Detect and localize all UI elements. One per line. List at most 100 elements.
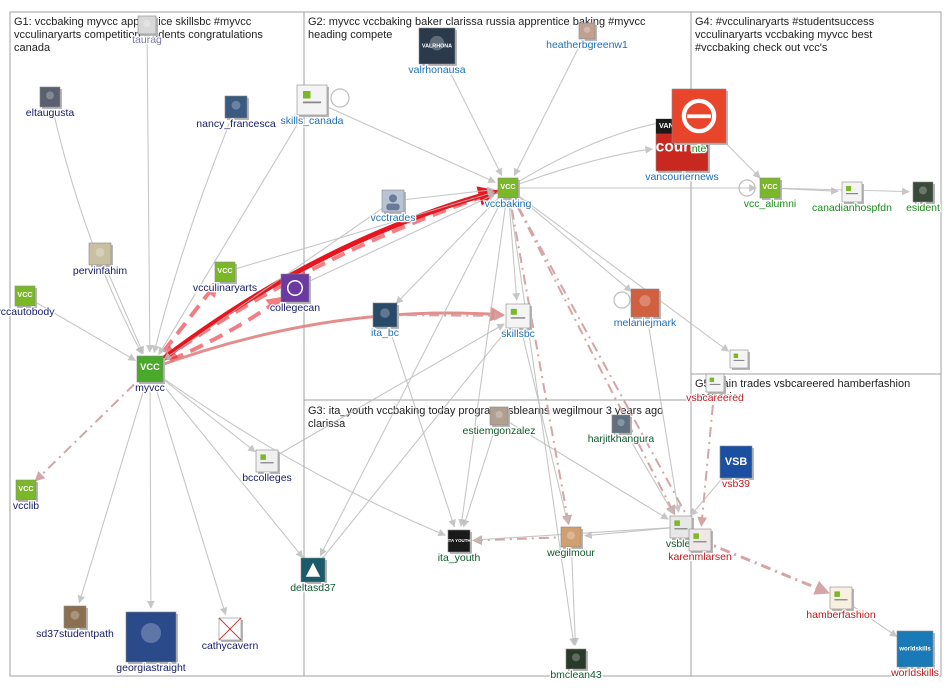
node-estiemgonzalez[interactable]: estiemgonzalez bbox=[461, 406, 537, 438]
node-heatherbgreenw1[interactable]: heatherbgreenw1 bbox=[545, 22, 629, 52]
vcc-logo-text: VCC bbox=[17, 290, 32, 299]
node-g4node[interactable]: nte bbox=[671, 88, 728, 156]
node-deltasd37[interactable]: deltasd37 bbox=[289, 557, 337, 595]
node-taurag[interactable]: taurag bbox=[131, 15, 163, 47]
node-label-skillsbc: skillsbc bbox=[501, 328, 535, 340]
e-ring-icon bbox=[681, 98, 717, 134]
edge-vccbaking-to-vancouriernews bbox=[507, 146, 654, 189]
edge-vccbaking-to-g4node bbox=[507, 118, 670, 189]
node-label-collegecan: collegecan bbox=[270, 302, 320, 314]
node-icon-logo-icon bbox=[505, 303, 531, 329]
edge-vcculinaryarts-to-vccbaking bbox=[224, 190, 496, 273]
edge-vccbaking-to-g4small bbox=[507, 187, 730, 352]
edge-myvcc-to-skillsbc bbox=[149, 306, 506, 371]
node-icon-logo-icon bbox=[705, 373, 725, 393]
node-skills_canada[interactable]: skills_canada bbox=[279, 84, 345, 128]
node-skillsbc[interactable]: skillsbc bbox=[500, 303, 536, 341]
node-label-vccbaking: vccbaking bbox=[485, 198, 532, 210]
node-cathycavern[interactable]: cathycavern bbox=[200, 617, 260, 653]
node-vcctrades[interactable]: vcctrades bbox=[369, 189, 417, 225]
node-georgiastraight[interactable]: georgiastraight bbox=[115, 611, 187, 675]
node-icon-photo-icon bbox=[39, 86, 61, 108]
node-icon-photo-icon bbox=[372, 302, 398, 328]
node-melaniejmark[interactable]: melaniejmark bbox=[613, 288, 678, 330]
node-president[interactable]: esident bbox=[905, 181, 941, 215]
edge-estiemgonzalez-to-vsblearns bbox=[498, 415, 669, 520]
node-karenmlarsen[interactable]: karenmlarsen bbox=[667, 528, 733, 564]
photo-subject-icon bbox=[572, 653, 580, 662]
node-vsbcareered[interactable]: vsbcareered bbox=[685, 373, 745, 405]
logo-mark-icon bbox=[674, 520, 680, 526]
node-icon-vcc-icon bbox=[497, 177, 519, 199]
vsb-logo-text: VSB bbox=[725, 456, 748, 468]
edge-skills_canada-to-vccbaking bbox=[311, 99, 496, 183]
logo-mark-icon bbox=[834, 591, 840, 597]
node-canadianhospfdn[interactable]: canadianhospfdn bbox=[811, 181, 893, 215]
edges-layer bbox=[24, 24, 910, 646]
edge-collegecan-to-vccbaking bbox=[294, 193, 497, 289]
self-loop-skills_canada bbox=[330, 88, 350, 108]
logo-mark-icon bbox=[733, 353, 739, 359]
node-harjitkhangura[interactable]: harjitkhangura bbox=[586, 414, 656, 446]
node-icon-logo-icon bbox=[280, 273, 310, 303]
node-vccbaking[interactable]: VCC vccbaking bbox=[483, 177, 533, 211]
group-label-g4-line2: vcculinaryarts vccbaking myvcc best bbox=[695, 29, 872, 41]
edge-vccbaking-to-ita_youth bbox=[458, 187, 509, 527]
node-label-vancouriernews: vancouriernews bbox=[645, 171, 719, 183]
node-bccolleges[interactable]: bccolleges bbox=[241, 449, 293, 485]
node-ita_bc[interactable]: ita_bc bbox=[370, 302, 400, 340]
node-g4small[interactable] bbox=[729, 349, 750, 370]
node-wegilmour[interactable]: wegilmour bbox=[545, 526, 597, 560]
node-eltaugusta[interactable]: eltaugusta bbox=[25, 86, 76, 120]
valrhona-logo-text: VALRHONA bbox=[422, 43, 452, 49]
photo-subject-icon bbox=[919, 186, 927, 195]
node-label-vcclib: vcclib bbox=[13, 500, 39, 512]
node-vcclib[interactable]: VCC vcclib bbox=[12, 479, 41, 513]
edge-wegilmour-to-bmclean43 bbox=[570, 536, 579, 646]
node-label-georgiastraight: georgiastraight bbox=[116, 662, 186, 674]
node-pervinfahim[interactable]: pervinfahim bbox=[72, 242, 129, 278]
edge-myvcc-to-cathycavern bbox=[149, 368, 228, 616]
collegecan-flower-icon bbox=[286, 279, 304, 297]
photo-subject-icon bbox=[617, 418, 625, 427]
node-icon-logo-icon bbox=[255, 449, 279, 473]
group-label-g1-line1: G1: vccbaking myvcc apprentice skillsbc … bbox=[14, 16, 252, 28]
node-collegecan[interactable]: collegecan bbox=[269, 273, 322, 315]
self-loop-vcc_alumni bbox=[738, 179, 756, 197]
e-bar-icon bbox=[687, 114, 711, 119]
person-body-icon bbox=[386, 203, 400, 211]
vcc-logo-text: VCC bbox=[18, 484, 33, 493]
node-nancy_francesca[interactable]: nancy_francesca bbox=[195, 95, 277, 131]
edge-vccbaking-to-melaniejmark bbox=[507, 187, 632, 292]
node-label-myvcc: myvcc bbox=[135, 382, 165, 394]
node-bmclean43[interactable]: bmclean43 bbox=[549, 648, 603, 682]
edge-taurag-to-myvcc bbox=[145, 24, 154, 353]
node-label-hamberfashion: hamberfashion bbox=[806, 609, 876, 621]
edge-vccautobody-to-myvcc bbox=[24, 295, 136, 361]
edge-vsbcareered-to-karenmlarsen bbox=[697, 382, 716, 528]
node-myvcc[interactable]: VCC myvcc bbox=[134, 355, 166, 395]
node-icon-photo-icon bbox=[560, 526, 582, 548]
node-label-vsbcareered: vsbcareered bbox=[686, 392, 744, 404]
vcc-logo-text: VCC bbox=[140, 362, 160, 372]
node-icon-photo-icon bbox=[565, 648, 587, 670]
node-label-wegilmour: wegilmour bbox=[546, 547, 595, 559]
logo-text-line-icon bbox=[846, 193, 858, 195]
node-sd37studentpath[interactable]: sd37studentpath bbox=[35, 605, 115, 641]
node-label-cathycavern: cathycavern bbox=[202, 640, 259, 652]
vcc-logo-text: VCC bbox=[500, 182, 515, 191]
node-label-bccolleges: bccolleges bbox=[242, 472, 292, 484]
node-icon-logo-icon bbox=[829, 586, 853, 610]
group-label-g2-line1: G2: myvcc vccbaking baker clarissa russi… bbox=[308, 16, 646, 28]
node-label-harjitkhangura: harjitkhangura bbox=[588, 433, 655, 445]
node-hamberfashion[interactable]: hamberfashion bbox=[805, 586, 877, 622]
edge-myvcc-to-sd37studentpath bbox=[77, 368, 151, 604]
node-label-karenmlarsen: karenmlarsen bbox=[668, 551, 732, 563]
